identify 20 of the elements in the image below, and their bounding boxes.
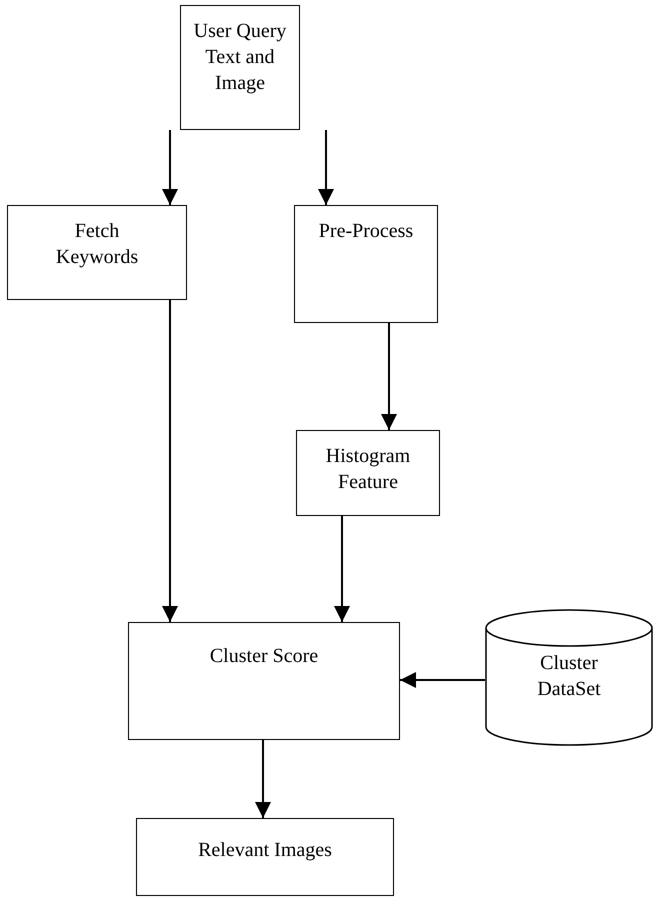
node-label: User Query Text and Image (192, 19, 288, 96)
node-label: Relevant Images (197, 838, 333, 863)
node-label: Histogram Feature (324, 444, 412, 495)
process-box (294, 205, 438, 323)
node-label: Fetch Keywords (54, 219, 140, 270)
process-box (128, 622, 400, 740)
arrow (318, 130, 334, 205)
process-box (180, 5, 300, 130)
node-label: Pre-Process (318, 219, 414, 244)
arrow (381, 323, 397, 430)
process-box (7, 205, 187, 300)
process-box (136, 818, 394, 896)
arrow (255, 740, 271, 818)
arrow (400, 672, 485, 688)
process-box (296, 430, 440, 516)
node-label: Cluster Score (208, 644, 320, 669)
node-label: Cluster DataSet (536, 651, 602, 702)
arrow (334, 516, 350, 622)
arrow (162, 300, 178, 622)
arrow (162, 130, 178, 205)
